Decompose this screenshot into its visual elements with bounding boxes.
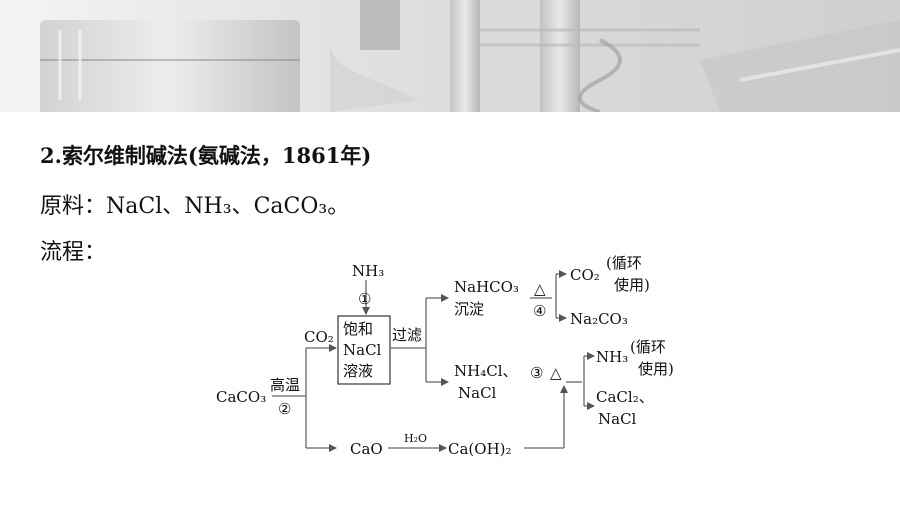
sentence-end: 。 <box>327 194 350 219</box>
step-2: ② <box>278 400 291 418</box>
nacl-out: NaCl <box>598 410 637 428</box>
recycle-1-line-2: 使用) <box>614 276 650 294</box>
caco3: CaCO₃ <box>216 388 266 406</box>
nh3-out: NH₃ <box>596 348 628 366</box>
separator: 、 <box>162 194 185 219</box>
precipitate: 沉淀 <box>454 300 484 318</box>
recycle-2-line-2: 使用) <box>638 360 674 378</box>
step-1: ① <box>358 290 371 308</box>
heading-number: 2. <box>40 143 62 168</box>
box-line-3: 溶液 <box>343 362 373 380</box>
section-heading: 2.索尔维制碱法(氨碱法，1861年) <box>40 140 371 170</box>
recycle-2-line-1: (循环 <box>630 338 666 356</box>
nh4cl: NH₄Cl、 <box>454 362 518 380</box>
caoh2: Ca(OH)₂ <box>448 440 512 458</box>
lab-glassware-image <box>0 0 900 112</box>
heat-2: △ <box>550 364 562 382</box>
recycle-1-line-1: (循环 <box>606 254 642 272</box>
na2co3: Na₂CO₃ <box>570 310 628 328</box>
nh3-top: NH₃ <box>352 262 384 280</box>
heat-1: △ <box>534 280 546 298</box>
box-line-1: 饱和 <box>343 320 373 338</box>
material-caco3: CaCO₃ <box>253 194 328 219</box>
nahco3: NaHCO₃ <box>454 278 519 296</box>
materials-line: 原料：NaCl、NH₃、CaCO₃。 <box>40 188 349 220</box>
material-nh3: NH₃ <box>184 194 232 219</box>
filter-label: 过滤 <box>392 326 422 344</box>
co2-out: CO₂ <box>570 266 600 284</box>
flow-label-line: 流程： <box>40 234 106 266</box>
high-temp: 高温 <box>270 376 300 394</box>
flow-label: 流程： <box>40 240 107 265</box>
step-3: ③ <box>530 364 543 382</box>
step-4: ④ <box>533 302 546 320</box>
material-nacl: NaCl <box>106 194 163 219</box>
co2-in: CO₂ <box>304 328 334 346</box>
materials-label: 原料： <box>40 194 107 219</box>
nacl-mid: NaCl <box>458 384 497 402</box>
h2o: H₂O <box>404 432 427 445</box>
box-line-2: NaCl <box>343 341 382 359</box>
saturated-nacl-box <box>337 315 391 385</box>
cao: CaO <box>350 440 383 458</box>
cacl2: CaCl₂、 <box>596 388 654 406</box>
separator: 、 <box>231 194 254 219</box>
heading-title: 索尔维制碱法(氨碱法，1861年) <box>61 143 372 168</box>
header-banner <box>0 0 900 112</box>
